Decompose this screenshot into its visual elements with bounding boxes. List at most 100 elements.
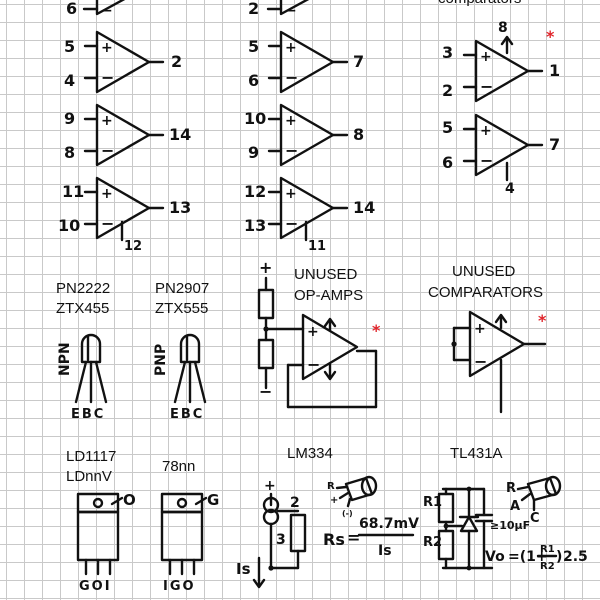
pin-label: 9: [64, 109, 75, 128]
unused-opamps-block: UNUSED OP-AMPS * + − + −: [257, 258, 381, 409]
unused-comparators-title-2: COMPARATORS: [428, 284, 543, 301]
pin-label: 2: [248, 0, 259, 18]
pin-label: 3: [442, 43, 453, 62]
opamp-2c: 10 9 8: [244, 103, 364, 167]
ld1117-tab-label: O: [123, 491, 136, 509]
asterisk-mark: *: [538, 311, 547, 330]
svg-text:−: −: [101, 3, 113, 19]
pn2222-label: PN2222: [56, 280, 110, 297]
svg-text:): ): [556, 549, 562, 565]
pin-label: 6: [66, 0, 77, 18]
tl431-formula-tail: 2.5: [563, 549, 588, 565]
pin-label: 4: [505, 181, 515, 197]
svg-text:+: +: [474, 321, 486, 337]
unused-comparators-block: UNUSED COMPARATORS * + −: [428, 263, 547, 414]
pin-label: 9: [248, 143, 259, 162]
pin-label: 10: [58, 216, 80, 235]
asterisk-mark: *: [546, 27, 555, 46]
pin-label: 8: [498, 20, 508, 36]
npn-transistor-icon: [74, 333, 108, 404]
tl431-title: TL431A: [450, 445, 503, 462]
opamp-2b: 5 6 7: [248, 30, 364, 94]
svg-text:R2: R2: [540, 561, 555, 572]
opamp-2d: 12 13 14 11: [244, 176, 375, 254]
pin-label: 4: [64, 71, 75, 90]
svg-text:+: +: [264, 478, 276, 494]
opamp-1d: 11 10 13 12: [58, 176, 191, 254]
lm334-pin3: 3: [276, 532, 286, 548]
unused-opamps-title-1: UNUSED: [294, 266, 358, 283]
pin-label: 7: [353, 52, 364, 71]
opamp-2a: − 2: [248, 0, 310, 19]
pnp-label: PNP: [153, 344, 169, 376]
pin-label: 5: [442, 118, 453, 137]
lm334-pin2: 2: [290, 495, 300, 511]
pin-label: 7: [549, 135, 560, 154]
svg-text:+: +: [307, 324, 319, 340]
ld1117-pins: GOI: [79, 579, 112, 594]
svg-text:−: −: [474, 352, 487, 371]
opamp-column-1: − 6 5 4 2 9 8 14 11 10 13 12: [58, 0, 191, 254]
opamp-1c: 9 8 14: [64, 103, 191, 167]
tl431-block: TL431A R1 R2 ≥10μF Vo =(1+ R1 R2 ) 2.5: [423, 445, 588, 572]
comparators-title: comparators: [438, 0, 521, 7]
svg-text:R1: R1: [540, 544, 555, 555]
pin-label: 5: [248, 37, 259, 56]
pin-label: 11: [62, 182, 84, 201]
unused-opamps-title-2: OP-AMPS: [294, 287, 363, 304]
opamp-1b: 5 4 2: [64, 30, 182, 94]
svg-text:−: −: [307, 355, 320, 374]
pn2907-label: PN2907: [155, 280, 209, 297]
comparator-1: 8 3 2 1: [442, 20, 560, 103]
reg78-block: 78nn G IGO: [160, 458, 219, 594]
comparators-block: comparators * 8 3 2 1 5 6 7 4: [438, 0, 560, 197]
reg78-tab-label: G: [207, 491, 219, 509]
lm334-pkg-pin-plus: +: [330, 495, 338, 506]
svg-text:=: =: [347, 528, 360, 547]
pin-label: 8: [353, 125, 364, 144]
tl431-pkg-pin-r: R: [506, 481, 516, 496]
tl431-vo: Vo: [485, 549, 505, 565]
lm334-formula-num: 68.7mV: [359, 516, 419, 532]
pin-label: 2: [171, 52, 182, 71]
svg-text:−: −: [285, 3, 297, 19]
to92-package-icon: [516, 475, 562, 512]
pin-label: 1: [549, 61, 560, 80]
pnp-pins: EBC: [170, 407, 204, 422]
lm334-block: LM334 + 2 3 Is Rs = 68.7mV Is R + (-): [236, 445, 419, 589]
ztx455-label: ZTX455: [56, 300, 109, 317]
reg78-label: 78nn: [162, 458, 195, 475]
to220-package-icon: [76, 492, 124, 576]
reg78-pins: IGO: [163, 579, 196, 594]
to92-package-icon: [335, 475, 378, 508]
lm334-rs-label: Rs: [323, 530, 345, 549]
lm334-current-label: Is: [236, 560, 251, 578]
pin-label: 6: [248, 71, 259, 90]
opamp-1a: − 6: [66, 0, 126, 19]
svg-text:+: +: [259, 258, 272, 277]
npn-label: NPN: [57, 342, 73, 376]
comparator-2: 5 6 7 4: [442, 113, 560, 197]
tl431-pkg-pin-c: C: [530, 511, 540, 526]
transistor-npn-block: PN2222 ZTX455 NPN EBC: [56, 280, 110, 422]
ztx555-label: ZTX555: [155, 300, 208, 317]
pin-label: 12: [244, 182, 266, 201]
pin-label: 12: [124, 239, 142, 254]
tl431-r1: R1: [423, 495, 442, 510]
tl431-pkg-pin-a: A: [510, 499, 520, 514]
pnp-transistor-icon: [173, 333, 207, 404]
ld1117-block: LD1117 LDnnV O GOI: [66, 448, 136, 594]
pin-label: 8: [64, 143, 75, 162]
pin-label: 13: [169, 198, 191, 217]
pin-label: 14: [169, 125, 191, 144]
svg-text:=(1+: =(1+: [508, 549, 548, 565]
to220-package-icon: [160, 492, 208, 576]
pin-label: 11: [308, 239, 326, 254]
lm334-formula-den: Is: [378, 543, 392, 559]
pin-label: 6: [442, 153, 453, 172]
ldnnv-label: LDnnV: [66, 468, 112, 485]
tl431-r2: R2: [423, 535, 442, 550]
pin-label: 2: [442, 81, 453, 100]
lm334-pkg-pin-r: R: [327, 481, 335, 492]
